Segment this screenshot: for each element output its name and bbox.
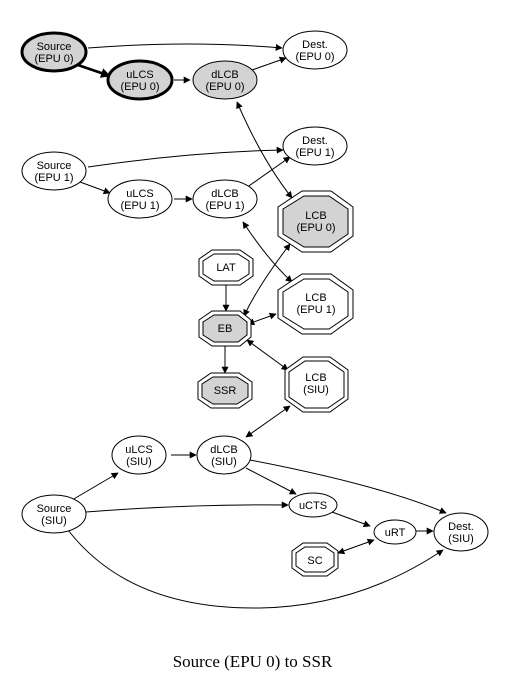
node-lcb-epu0-line1: LCB [305, 210, 326, 222]
edge-dlcb-epu1-to-dest-epu1 [245, 156, 291, 189]
node-dest-epu1[interactable]: Dest.(EPU 1) [282, 126, 348, 166]
node-dest-siu-line1: Dest. [448, 521, 474, 533]
node-sc-label: SC [307, 555, 322, 567]
edge-source-siu-to-ulcs-siu [71, 472, 119, 501]
edge-source-epu1-to-ulcs-epu1 [79, 181, 111, 195]
svg-text:LCB(SIU): LCB(SIU) [303, 372, 329, 396]
nodes: Source(EPU 0) uLCS(EPU 0) dLCB(EPU 0) De… [20, 30, 489, 577]
node-lcb-siu-line2: (SIU) [303, 384, 329, 396]
node-lcb-epu1-line1: LCB [305, 292, 326, 304]
edge-source-epu0-to-ulcs-epu0 [74, 62, 111, 78]
node-source-epu1-line2: (EPU 1) [34, 172, 73, 184]
edge-source-epu0-to-dest-epu0 [87, 43, 283, 51]
svg-text:dLCB(EPU 0): dLCB(EPU 0) [205, 69, 244, 93]
node-dlcb-siu-line1: dLCB [210, 444, 238, 456]
edge-source-epu1-to-dest-epu1 [87, 146, 284, 168]
svg-text:LCB(EPU 0): LCB(EPU 0) [296, 210, 335, 234]
node-dlcb-epu0[interactable]: dLCB(EPU 0) [192, 60, 258, 100]
node-source-epu1-line1: Source [37, 160, 72, 172]
node-ulcs-siu[interactable]: uLCS(SIU) [111, 435, 167, 475]
edge-dlcb-epu0-lcb-epu0 [236, 101, 293, 199]
node-ucts-label: uCTS [299, 500, 327, 512]
svg-text:Dest.(EPU 1): Dest.(EPU 1) [295, 135, 334, 159]
node-dest-epu0-line2: (EPU 0) [295, 51, 334, 63]
node-lat-label: LAT [216, 262, 236, 274]
edge-source-siu-to-dest-siu [67, 529, 444, 609]
diagram-caption: Source (EPU 0) to SSR [172, 652, 333, 671]
svg-text:Source(EPU 1): Source(EPU 1) [34, 160, 73, 184]
node-ulcs-epu1[interactable]: uLCS(EPU 1) [107, 179, 173, 219]
node-urt-label: uRT [385, 527, 406, 539]
node-dlcb-siu-line2: (SIU) [211, 456, 237, 468]
svg-text:Dest.(SIU): Dest.(SIU) [448, 521, 474, 545]
node-dest-siu-line2: (SIU) [448, 533, 474, 545]
edge-lcb-epu1-eb [247, 312, 277, 326]
node-source-siu-line1: Source [37, 503, 72, 515]
node-eb-label: EB [218, 323, 233, 335]
node-dlcb-siu[interactable]: dLCB(SIU) [196, 435, 252, 475]
node-dest-epu0-line1: Dest. [302, 39, 328, 51]
edge-dlcb-siu-to-dest-siu [249, 459, 447, 514]
svg-text:dLCB(SIU): dLCB(SIU) [210, 444, 238, 468]
edge-lcb-epu0-eb [243, 243, 291, 317]
node-dlcb-epu1-line2: (EPU 1) [205, 200, 244, 212]
svg-text:dLCB(EPU 1): dLCB(EPU 1) [205, 188, 244, 212]
node-ulcs-epu1-line2: (EPU 1) [120, 200, 159, 212]
edge-dlcb-siu-to-ucts [245, 467, 297, 495]
node-dlcb-epu0-line1: dLCB [211, 69, 239, 81]
node-ulcs-epu1-line1: uLCS [126, 188, 154, 200]
node-source-siu-line2: (SIU) [41, 515, 67, 527]
node-ulcs-siu-line2: (SIU) [126, 456, 152, 468]
node-source-siu[interactable]: Source(SIU) [21, 494, 87, 534]
node-sc[interactable]: SC [291, 542, 339, 577]
svg-text:Dest.(EPU 0): Dest.(EPU 0) [295, 39, 334, 63]
edges [67, 43, 447, 609]
node-ulcs-epu0-line2: (EPU 0) [120, 81, 159, 93]
node-dest-epu1-line1: Dest. [302, 135, 328, 147]
node-ulcs-epu0-line1: uLCS [126, 69, 154, 81]
edge-sc-urt [337, 538, 375, 555]
node-lcb-epu0-line2: (EPU 0) [296, 222, 335, 234]
node-dest-siu[interactable]: Dest.(SIU) [433, 512, 489, 552]
node-dlcb-epu0-line2: (EPU 0) [205, 81, 244, 93]
node-ucts[interactable]: uCTS [288, 492, 338, 518]
node-lat[interactable]: LAT [198, 249, 254, 286]
node-lcb-siu[interactable]: LCB(SIU) [284, 356, 349, 413]
node-lcb-siu-line1: LCB [305, 372, 326, 384]
edge-ucts-to-urt [331, 511, 371, 528]
node-ulcs-epu0[interactable]: uLCS(EPU 0) [106, 59, 174, 101]
node-ssr[interactable]: SSR [197, 372, 253, 409]
node-eb[interactable]: EB [198, 310, 252, 347]
svg-text:uLCS(EPU 1): uLCS(EPU 1) [120, 188, 159, 212]
node-source-epu0[interactable]: Source(EPU 0) [20, 31, 88, 73]
node-source-epu0-line1: Source [37, 41, 72, 53]
svg-text:Source(EPU 0): Source(EPU 0) [34, 41, 73, 65]
node-urt[interactable]: uRT [373, 519, 417, 545]
node-ssr-label: SSR [214, 385, 237, 397]
node-dest-epu1-line2: (EPU 1) [295, 147, 334, 159]
node-dest-epu0[interactable]: Dest.(EPU 0) [282, 30, 348, 70]
svg-text:uLCS(EPU 0): uLCS(EPU 0) [120, 69, 159, 93]
edge-dlcb-siu-lcb-siu [245, 405, 291, 438]
node-lcb-epu0[interactable]: LCB(EPU 0) [277, 190, 354, 253]
svg-text:Source(SIU): Source(SIU) [37, 503, 72, 527]
node-lcb-epu1-line2: (EPU 1) [296, 304, 335, 316]
node-source-epu1[interactable]: Source(EPU 1) [21, 151, 87, 191]
dataflow-diagram: Source(EPU 0) uLCS(EPU 0) dLCB(EPU 0) De… [20, 30, 489, 609]
edge-dlcb-epu0-to-dest-epu0 [251, 56, 287, 71]
node-dlcb-epu1-line1: dLCB [211, 188, 239, 200]
svg-text:LCB(EPU 1): LCB(EPU 1) [296, 292, 335, 316]
svg-text:uLCS(SIU): uLCS(SIU) [125, 444, 153, 468]
node-ulcs-siu-line1: uLCS [125, 444, 153, 456]
node-source-epu0-line2: (EPU 0) [34, 53, 73, 65]
node-dlcb-epu1[interactable]: dLCB(EPU 1) [192, 179, 258, 219]
edge-source-siu-to-ucts [85, 501, 289, 513]
edge-eb-lcb-siu [246, 339, 289, 371]
node-lcb-epu1[interactable]: LCB(EPU 1) [277, 273, 354, 335]
